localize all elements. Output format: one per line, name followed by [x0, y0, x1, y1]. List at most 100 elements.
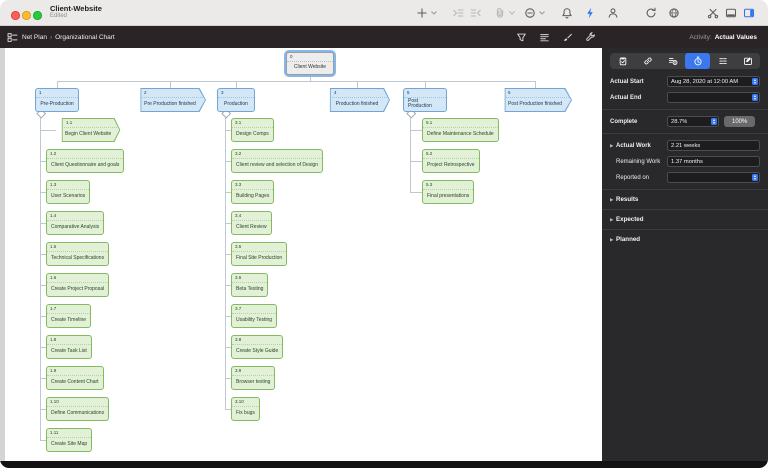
filter-icon[interactable] — [516, 32, 527, 43]
chevron-down-icon[interactable] — [508, 9, 516, 17]
complete-100-button[interactable]: 100% — [724, 116, 756, 127]
view-options-icon[interactable] — [539, 32, 550, 43]
tab-info[interactable] — [610, 53, 635, 69]
section-results-label: Results — [616, 196, 639, 203]
node-number: 3.10 — [232, 398, 259, 407]
connector-line — [57, 81, 58, 88]
disclosure-triangle-icon[interactable]: ▶ — [610, 236, 614, 242]
actual-end-label: Actual End — [610, 94, 642, 101]
node-label: Final presentations — [427, 192, 470, 199]
connector-line — [40, 112, 41, 440]
zoom-button[interactable] — [33, 11, 42, 20]
breadcrumb-item-orgchart[interactable]: Organizational Chart — [55, 33, 115, 41]
chevron-down-icon[interactable] — [430, 9, 438, 17]
section-expected[interactable]: ▶ Expected — [610, 216, 760, 223]
section-planned[interactable]: ▶ Planned — [610, 236, 760, 243]
add-icon[interactable] — [416, 7, 428, 19]
connector-line — [225, 223, 231, 224]
reported-on-input[interactable] — [667, 172, 760, 183]
connector-line — [40, 440, 46, 441]
complete-value: 28.7% — [671, 118, 688, 125]
close-button[interactable] — [11, 11, 20, 20]
node-number: 3.4 — [232, 212, 271, 221]
indent-icon[interactable] — [452, 7, 464, 19]
tools-icon[interactable] — [585, 31, 596, 43]
tab-links[interactable] — [635, 53, 660, 69]
sync-icon[interactable] — [645, 7, 657, 19]
stepper-icon[interactable] — [751, 78, 758, 85]
disclosure-triangle-icon[interactable]: ▶ — [610, 216, 614, 222]
panel-bottom-icon[interactable] — [725, 7, 737, 19]
flash-icon[interactable] — [584, 7, 596, 19]
tab-notes[interactable] — [735, 53, 760, 69]
globe-icon[interactable] — [668, 7, 680, 19]
node-number: 1.9 — [47, 367, 103, 376]
connector-line — [40, 285, 46, 286]
cut-icon[interactable] — [707, 7, 719, 19]
tab-time[interactable] — [685, 53, 710, 69]
actual-end-input[interactable] — [667, 92, 760, 103]
remaining-work-input[interactable]: 1.37 months — [667, 156, 760, 167]
disclosure-triangle-icon[interactable]: ▶ — [610, 196, 614, 202]
tab-resources[interactable] — [710, 53, 735, 69]
reported-on-row: Reported on — [610, 172, 760, 183]
node-label: Create Style Guide — [236, 347, 279, 354]
panel-right-icon[interactable] — [743, 7, 755, 19]
actual-work-input[interactable]: 2.21 weeks — [667, 140, 760, 151]
connector-line — [410, 161, 422, 162]
complete-input[interactable]: 28.7% — [667, 116, 719, 127]
breadcrumb-item-netplan[interactable]: Net Plan — [22, 33, 47, 41]
stepper-icon[interactable] — [751, 94, 758, 101]
node-label: Comparative Analysis — [51, 223, 100, 230]
stepper-icon[interactable] — [751, 174, 758, 181]
chevron-down-icon[interactable] — [538, 9, 546, 17]
attach-icon[interactable] — [494, 7, 506, 19]
format-icon[interactable] — [562, 32, 573, 43]
minimize-button[interactable] — [22, 11, 31, 20]
section-results[interactable]: ▶ Results — [610, 196, 760, 203]
actual-start-input[interactable]: Aug 28, 2020 at 12:00 AM — [667, 76, 760, 87]
connector-line — [425, 81, 426, 88]
node-number: 1.7 — [47, 305, 91, 314]
tab-finance[interactable] — [660, 53, 685, 69]
person-icon[interactable] — [607, 7, 619, 19]
stepper-icon[interactable] — [710, 118, 717, 125]
disclosure-triangle-icon[interactable]: ▶ — [610, 142, 614, 148]
connector-line — [410, 192, 422, 193]
outdent-icon[interactable] — [470, 7, 482, 19]
bell-icon[interactable] — [561, 7, 573, 19]
circle-minus-icon[interactable] — [524, 7, 536, 19]
